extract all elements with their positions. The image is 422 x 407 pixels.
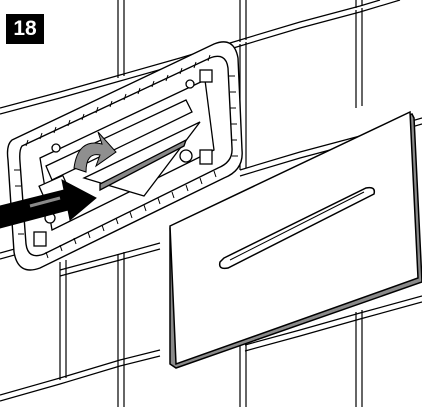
cover-plate — [169, 110, 422, 369]
tile-joint — [59, 242, 161, 271]
clip-top — [199, 69, 213, 83]
insert-arrow-icon — [0, 179, 97, 229]
cover-plate-face — [169, 110, 419, 366]
insert-arrow-highlight — [29, 196, 61, 208]
frame-teeth-bottom — [45, 170, 217, 259]
frame-teeth-top — [25, 54, 211, 147]
frame-teeth — [14, 54, 238, 259]
tile-joint — [0, 355, 161, 402]
clip-left — [33, 231, 47, 247]
cover-plate-sensor-slot-inner — [229, 191, 365, 261]
tile-joint — [0, 349, 161, 396]
frame-teeth-right — [229, 75, 238, 157]
tile-joint — [59, 248, 161, 277]
tile-joint — [244, 295, 422, 346]
clip-right — [199, 149, 213, 165]
screw-bottom-right — [179, 149, 193, 163]
step-number-badge: 18 — [6, 14, 44, 44]
frame-inner — [19, 55, 233, 257]
rotate-arrow-icon — [73, 131, 117, 173]
tile-joint — [244, 301, 422, 352]
screw-top-left — [51, 143, 61, 153]
cover-plate-sensor-slot — [218, 186, 376, 270]
mechanism-slot — [99, 138, 188, 192]
screw-top-right — [185, 79, 195, 89]
